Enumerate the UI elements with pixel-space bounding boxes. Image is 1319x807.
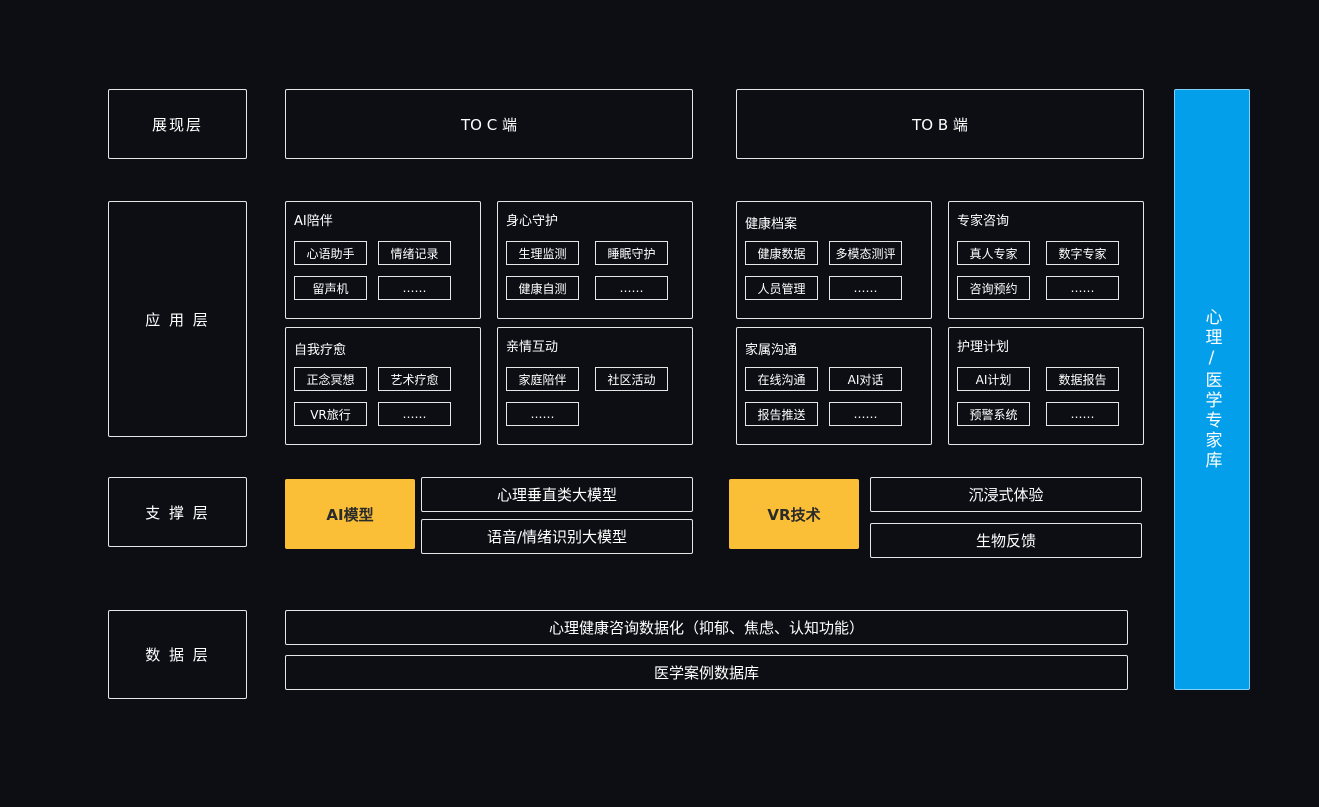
app-chip: 睡眠守护 bbox=[595, 241, 668, 265]
app-chip: 健康数据 bbox=[745, 241, 818, 265]
support-item-biofeedback: 生物反馈 bbox=[870, 523, 1142, 558]
app-chip: 家庭陪伴 bbox=[506, 367, 579, 391]
app-group-ai-companion: AI陪伴 心语助手 情绪记录 留声机 …… bbox=[285, 201, 481, 319]
app-chip: …… bbox=[1046, 276, 1119, 300]
app-chip: …… bbox=[506, 402, 579, 426]
toc-endpoint: TO C 端 bbox=[285, 89, 693, 159]
app-group-title: 健康档案 bbox=[745, 217, 798, 232]
app-group-care-plan: 护理计划 AI计划 数据报告 预警系统 …… bbox=[948, 327, 1144, 445]
app-group-body-mind-care: 身心守护 生理监测 睡眠守护 健康自测 …… bbox=[497, 201, 693, 319]
app-chip: 真人专家 bbox=[957, 241, 1030, 265]
app-chip: 多模态测评 bbox=[829, 241, 902, 265]
layer-label-presentation: 展现层 bbox=[108, 89, 247, 159]
app-chip: 艺术疗愈 bbox=[378, 367, 451, 391]
tob-endpoint: TO B 端 bbox=[736, 89, 1144, 159]
app-group-title: 亲情互动 bbox=[506, 340, 559, 355]
support-item-immersive: 沉浸式体验 bbox=[870, 477, 1142, 512]
app-chip: 心语助手 bbox=[294, 241, 367, 265]
layer-label-application: 应 用 层 bbox=[108, 201, 247, 437]
app-group-expert-consult: 专家咨询 真人专家 数字专家 咨询预约 …… bbox=[948, 201, 1144, 319]
app-chip: …… bbox=[1046, 402, 1119, 426]
app-chip: …… bbox=[378, 402, 451, 426]
app-chip: VR旅行 bbox=[294, 402, 367, 426]
support-item-ai-vertical-model: 心理垂直类大模型 bbox=[421, 477, 693, 512]
app-group-health-records: 健康档案 健康数据 多模态测评 人员管理 …… bbox=[736, 201, 932, 319]
expert-library-sidebar: 心理/医学专家库 bbox=[1174, 89, 1250, 690]
app-chip: 生理监测 bbox=[506, 241, 579, 265]
support-item-ai-voice-emotion-model: 语音/情绪识别大模型 bbox=[421, 519, 693, 554]
app-chip: 健康自测 bbox=[506, 276, 579, 300]
app-chip: …… bbox=[595, 276, 668, 300]
app-chip: 咨询预约 bbox=[957, 276, 1030, 300]
app-chip: 报告推送 bbox=[745, 402, 818, 426]
app-chip: …… bbox=[829, 276, 902, 300]
app-group-title: AI陪伴 bbox=[294, 214, 333, 229]
data-item-medical-case-database: 医学案例数据库 bbox=[285, 655, 1128, 690]
app-chip: AI计划 bbox=[957, 367, 1030, 391]
layer-label-data: 数 据 层 bbox=[108, 610, 247, 699]
app-group-title: 身心守护 bbox=[506, 214, 559, 229]
app-group-family-communication: 家属沟通 在线沟通 AI对话 报告推送 …… bbox=[736, 327, 932, 445]
app-group-self-healing: 自我疗愈 正念冥想 艺术疗愈 VR旅行 …… bbox=[285, 327, 481, 445]
app-chip: 情绪记录 bbox=[378, 241, 451, 265]
app-group-title: 专家咨询 bbox=[957, 214, 1010, 229]
app-chip: 正念冥想 bbox=[294, 367, 367, 391]
app-chip: 人员管理 bbox=[745, 276, 818, 300]
app-chip: …… bbox=[378, 276, 451, 300]
app-chip: 在线沟通 bbox=[745, 367, 818, 391]
data-item-mental-health-digitalization: 心理健康咨询数据化（抑郁、焦虑、认知功能） bbox=[285, 610, 1128, 645]
app-chip: 社区活动 bbox=[595, 367, 668, 391]
app-chip: 数据报告 bbox=[1046, 367, 1119, 391]
app-group-family-interaction: 亲情互动 家庭陪伴 社区活动 …… bbox=[497, 327, 693, 445]
app-chip: 数字专家 bbox=[1046, 241, 1119, 265]
expert-library-label: 心理/医学专家库 bbox=[1201, 308, 1222, 471]
app-group-title: 家属沟通 bbox=[745, 343, 798, 358]
layer-label-support: 支 撑 层 bbox=[108, 477, 247, 547]
app-chip: AI对话 bbox=[829, 367, 902, 391]
app-group-title: 自我疗愈 bbox=[294, 343, 347, 358]
vr-tech-block: VR技术 bbox=[729, 479, 859, 549]
app-group-title: 护理计划 bbox=[957, 340, 1010, 355]
app-chip: …… bbox=[829, 402, 902, 426]
app-chip: 预警系统 bbox=[957, 402, 1030, 426]
app-chip: 留声机 bbox=[294, 276, 367, 300]
ai-model-block: AI模型 bbox=[285, 479, 415, 549]
